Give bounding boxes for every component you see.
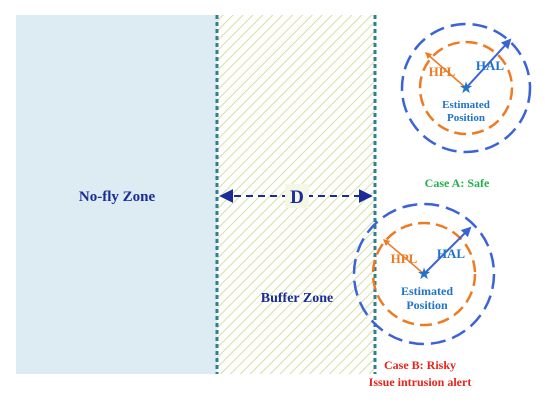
case-a-position-line2: Position [447,112,485,124]
case-b-caption-line2: Issue intrusion alert [369,375,472,389]
case-a-star-icon: ★ [459,78,473,97]
case-b-position-line1: Estimated [401,284,453,298]
case-b-hal-label: HAL [437,246,466,261]
case-b-position-line2: Position [406,298,448,312]
case-a-hpl-label: HPL [429,64,456,79]
case-b-hal-circle [352,202,496,346]
distance-label: D [290,187,304,208]
case-b-hpl-arrow [382,239,425,275]
buffer-zone-label: Buffer Zone [261,291,333,306]
case-a-position-line1: Estimated [442,99,490,111]
case-b-star-icon: ★ [417,264,431,283]
case-b-hpl-label: HPL [391,251,418,266]
case-a-hal-arrow [465,38,512,89]
case-b-hpl-circle [371,221,477,327]
case-a-hal-label: HAL [476,58,505,73]
case-a-hpl-arrow [424,52,467,89]
case-b-group: ★ HPL HAL Estimated Position Case B: Ris… [352,202,496,389]
no-fly-zone-label: No-fly Zone [79,189,156,205]
case-a-group: ★ HPL HAL Estimated Position Case A: Saf… [400,22,532,190]
case-b-hal-arrow [423,226,472,275]
no-fly-zone-area [16,15,217,374]
case-a-hpl-circle [418,40,514,136]
case-a-hal-circle [400,22,532,154]
distance-label-bg [285,184,309,208]
case-b-caption-line1: Case B: Risky [384,358,456,372]
case-a-caption: Case A: Safe [425,176,490,190]
